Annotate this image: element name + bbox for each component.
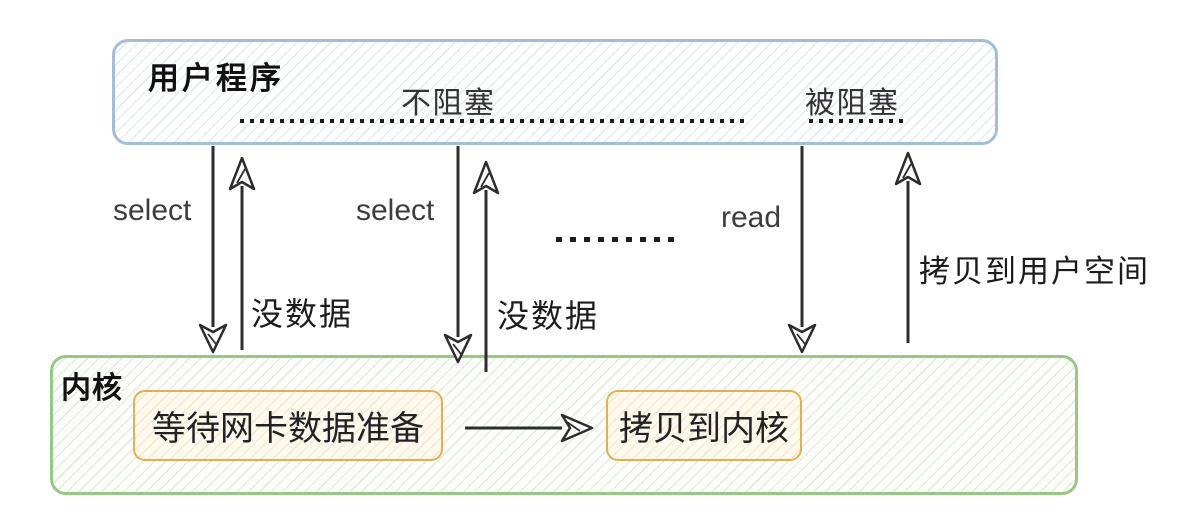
no-data-up-arrow-2 bbox=[472, 160, 500, 372]
copy-to-user-space-up-arrow bbox=[894, 151, 922, 343]
wait-nic-data-label: 等待网卡数据准备 bbox=[152, 410, 424, 448]
no-data-label-1: 没数据 bbox=[251, 296, 354, 332]
no-data-label-2: 没数据 bbox=[497, 298, 600, 334]
non-blocking-dotted-line bbox=[240, 119, 745, 123]
select-down-arrow-2 bbox=[443, 146, 473, 364]
read-down-arrow bbox=[787, 146, 817, 354]
wait-nic-data-box: 等待网卡数据准备 bbox=[133, 390, 443, 461]
user-program-box bbox=[112, 39, 998, 145]
ellipsis-dots bbox=[556, 237, 678, 242]
copy-to-kernel-label: 拷贝到内核 bbox=[619, 410, 789, 448]
blocked-dotted-line bbox=[809, 119, 908, 123]
non-blocking-label: 不阻塞 bbox=[401, 87, 496, 120]
select-call-label-2: select bbox=[356, 194, 435, 227]
blocked-label: 被阻塞 bbox=[805, 87, 900, 120]
copy-to-user-space-label: 拷贝到用户空间 bbox=[919, 254, 1150, 289]
select-call-label-1: select bbox=[113, 194, 192, 227]
read-call-label: read bbox=[721, 201, 782, 234]
kernel-title: 内核 bbox=[61, 372, 123, 405]
user-program-title: 用户程序 bbox=[148, 61, 284, 96]
select-down-arrow-1 bbox=[198, 146, 228, 354]
copy-to-kernel-box: 拷贝到内核 bbox=[606, 390, 802, 461]
